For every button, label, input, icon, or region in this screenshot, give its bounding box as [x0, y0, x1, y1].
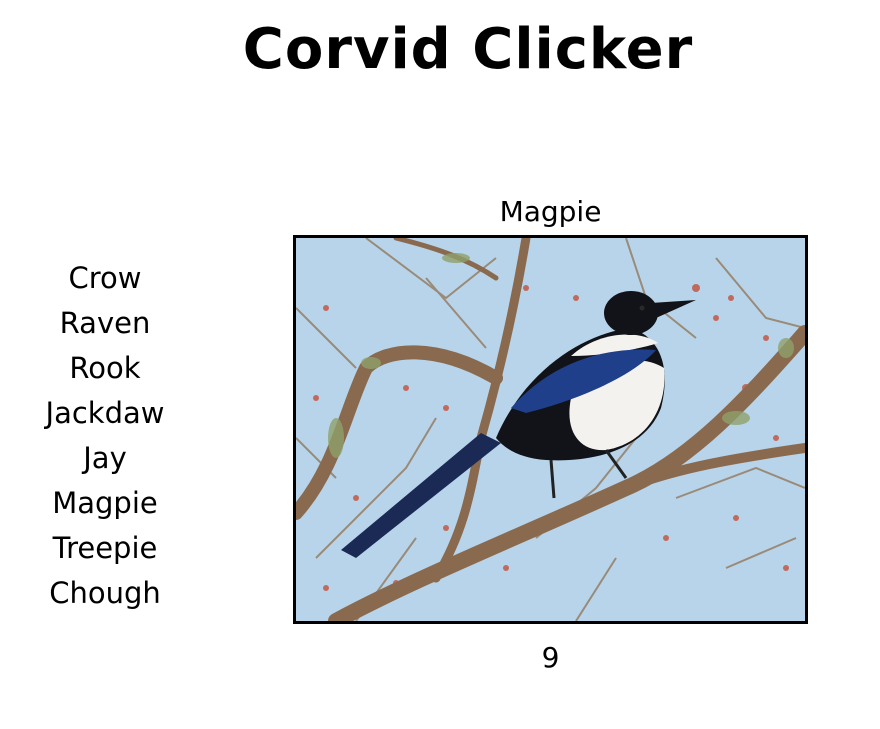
bird-option-rook[interactable]: Rook	[69, 351, 141, 385]
magpie-photo	[296, 238, 805, 621]
buds	[313, 284, 789, 591]
lichen	[328, 253, 794, 458]
bird-photo-button[interactable]	[293, 235, 808, 624]
bird-name-list: Crow Raven Rook Jackdaw Jay Magpie Treep…	[30, 256, 180, 616]
score-counter: 9	[541, 641, 560, 674]
bird-option-jackdaw[interactable]: Jackdaw	[45, 396, 165, 430]
magpie-bird	[341, 291, 696, 558]
bird-option-chough[interactable]: Chough	[49, 576, 161, 610]
bird-option-jay[interactable]: Jay	[83, 441, 127, 475]
bird-option-raven[interactable]: Raven	[59, 306, 151, 340]
bird-option-crow[interactable]: Crow	[68, 261, 142, 295]
game-title: Corvid Clicker	[242, 17, 694, 82]
current-bird-name: Magpie	[499, 195, 602, 228]
bird-option-treepie[interactable]: Treepie	[52, 531, 158, 565]
bird-option-magpie[interactable]: Magpie	[52, 486, 158, 520]
